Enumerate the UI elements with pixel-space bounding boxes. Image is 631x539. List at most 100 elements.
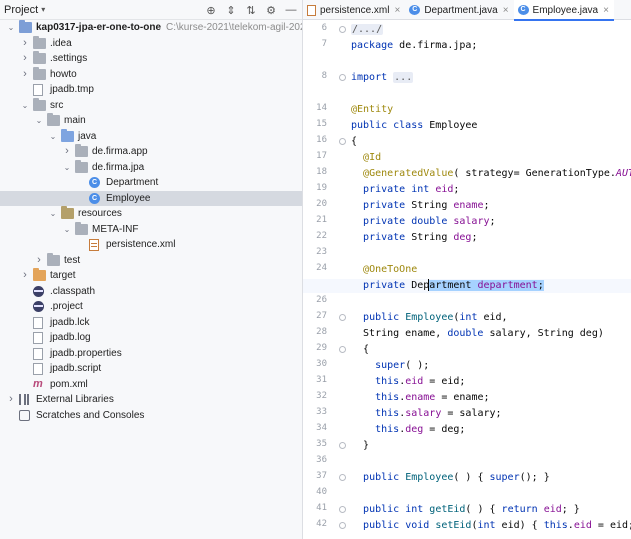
tree-item[interactable]: ⌄META-INF [0, 221, 302, 238]
code-line[interactable]: super( ); [375, 360, 430, 371]
tree-item[interactable]: ⌄src [0, 97, 302, 114]
folder-icon [75, 159, 88, 173]
code-line[interactable]: String ename, double salary, String deg) [351, 328, 604, 339]
chevron-right-icon[interactable]: › [9, 393, 13, 405]
chevron-right-icon[interactable]: › [23, 52, 27, 64]
code-line[interactable]: public int getEid( ) { return eid; } [363, 504, 580, 515]
chevron-down-icon[interactable]: ⌄ [35, 116, 43, 125]
code-line[interactable]: package de.firma.jpa; [351, 40, 478, 51]
chevron-down-icon[interactable]: ⌄ [49, 209, 57, 218]
code-line[interactable]: public void setEid(int eid) { this.eid =… [363, 520, 631, 531]
tree-item[interactable]: jpadb.tmp [0, 82, 302, 98]
tree-item-label: External Libraries [36, 394, 114, 405]
close-icon[interactable]: × [502, 4, 509, 16]
minimize-icon[interactable]: — [285, 4, 297, 16]
code-line[interactable]: this.eid = eid; [375, 376, 466, 387]
tree-item[interactable]: ⌄resources [0, 206, 302, 222]
tree-item[interactable]: jpadb.log [0, 330, 302, 346]
folder-icon [33, 97, 46, 111]
fold-marker-icon[interactable] [339, 442, 346, 449]
close-icon[interactable]: × [394, 4, 401, 16]
code-line[interactable]: private String deg; [363, 232, 478, 243]
gear-icon[interactable]: ⚙ [266, 4, 276, 17]
code-line[interactable]: public class Employee [351, 120, 478, 131]
code-line[interactable]: this.deg = deg; [375, 424, 466, 435]
folder-icon [47, 113, 60, 126]
fold-marker-icon[interactable] [339, 474, 346, 481]
chevron-down-icon[interactable]: ⌄ [49, 131, 57, 141]
code-line[interactable]: this.ename = ename; [375, 392, 490, 403]
tree-item[interactable]: jpadb.properties [0, 346, 302, 362]
tree-item[interactable]: ›.idea [0, 35, 302, 52]
close-icon[interactable]: × [603, 4, 609, 16]
tree-item[interactable]: ⌄ java [0, 128, 302, 145]
line-number: 16 [316, 135, 327, 145]
project-view-selector[interactable]: Project ▾ [0, 4, 45, 16]
chevron-down-icon[interactable]: ⌄ [63, 162, 71, 172]
code-line[interactable]: public Employee(int eid, [363, 312, 508, 323]
chevron-right-icon[interactable]: › [37, 253, 41, 266]
editor-tab[interactable]: persistence.xml× [303, 0, 405, 20]
fold-marker-icon[interactable] [339, 346, 346, 353]
chevron-right-icon[interactable]: › [65, 145, 69, 157]
code-line[interactable]: } [351, 440, 370, 451]
tree-item[interactable]: ›test [0, 252, 302, 269]
code-line[interactable]: import ... [351, 72, 414, 83]
tree-item[interactable]: ⌄de.firma.jpa [0, 159, 302, 176]
tree-item[interactable]: ⌄main [0, 113, 302, 129]
code-line[interactable]: private double salary; [363, 216, 496, 227]
code-line[interactable]: { [351, 136, 358, 147]
fold-marker-icon[interactable] [339, 138, 346, 145]
chevron-down-icon[interactable]: ⌄ [7, 23, 15, 32]
code-line-current[interactable]: private Department department; [303, 279, 631, 293]
fold-marker-icon[interactable] [339, 26, 346, 33]
tree-item[interactable]: .classpath [0, 284, 302, 300]
chevron-down-icon[interactable]: ⌄ [63, 224, 71, 234]
tree-item[interactable]: persistence.xml [0, 237, 302, 253]
chevron-down-icon[interactable]: ⌄ [21, 100, 29, 110]
tree-item-label: target [50, 270, 76, 281]
code-area[interactable]: /.../ package de.firma.jpa; import ... @Ent… [303, 20, 631, 539]
chevron-right-icon[interactable]: › [23, 269, 27, 281]
code-line[interactable]: @Entity [351, 104, 394, 115]
file-icon [33, 84, 43, 96]
tree-item[interactable]: ›howto [0, 66, 302, 83]
code-line[interactable]: this.salary = salary; [375, 408, 502, 419]
code-line[interactable]: @OneToOne [363, 264, 418, 275]
code-line[interactable]: public Employee( ) { super(); } [363, 472, 550, 483]
line-number: 33 [316, 407, 327, 417]
tree-item[interactable]: ›.settings [0, 51, 302, 67]
expand-all-icon[interactable]: ⇅ [246, 4, 256, 17]
code-line[interactable]: { [351, 344, 370, 355]
code-line[interactable]: private String ename; [363, 200, 490, 211]
tree-item[interactable]: ›de.firma.app [0, 144, 302, 160]
tree-item[interactable]: .project [0, 299, 302, 315]
tree-item[interactable]: jpadb.script [0, 361, 302, 377]
tree-item-label: java [78, 130, 97, 142]
fold-marker-icon[interactable] [339, 522, 346, 529]
code-line[interactable]: @Id [363, 152, 382, 163]
tree-item[interactable]: jpadb.lck [0, 315, 302, 331]
tree-item[interactable]: › target [0, 268, 302, 284]
code-line[interactable]: private int eid; [363, 184, 460, 195]
fold-marker-icon[interactable] [339, 74, 346, 81]
code-line[interactable]: @GeneratedValue( strategy= GenerationTyp… [363, 168, 631, 179]
tree-item[interactable]: › External Libraries [0, 392, 302, 408]
collapse-all-icon[interactable]: ⇕ [226, 4, 236, 17]
code-line[interactable]: /.../ [351, 24, 384, 35]
tree-item[interactable]: Scratches and Consoles [0, 408, 302, 424]
crosshair-icon[interactable]: ⊕ [206, 4, 216, 17]
chevron-right-icon[interactable]: › [23, 67, 27, 80]
fold-marker-icon[interactable] [339, 506, 346, 513]
fold-marker-icon[interactable] [339, 314, 346, 321]
chevron-right-icon[interactable]: › [23, 36, 27, 49]
line-number: 34 [316, 423, 327, 433]
